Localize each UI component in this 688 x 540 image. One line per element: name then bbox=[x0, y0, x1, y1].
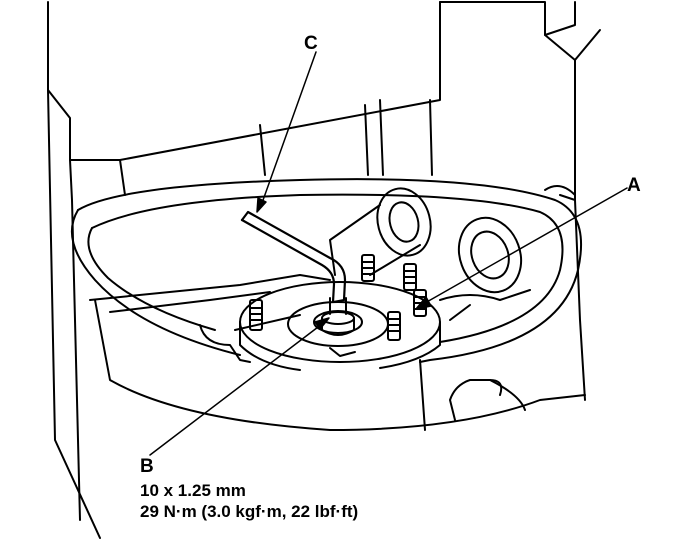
arrow-c bbox=[256, 197, 267, 213]
torque-spec: 29 N·m (3.0 kgf·m, 22 lbf·ft) bbox=[140, 502, 359, 521]
leader-a bbox=[424, 187, 628, 304]
leader-c bbox=[261, 51, 317, 204]
stud bbox=[403, 263, 417, 291]
stud bbox=[361, 254, 375, 282]
center-nut bbox=[321, 297, 355, 336]
inner-plate bbox=[89, 274, 531, 363]
stud bbox=[387, 311, 401, 341]
callout-a: A bbox=[627, 175, 641, 196]
leader-b bbox=[149, 323, 323, 456]
bolt-size-spec: 10 x 1.25 mm bbox=[140, 481, 246, 500]
arrow-b bbox=[314, 317, 330, 330]
arrow-a bbox=[415, 296, 432, 310]
callout-c: C bbox=[304, 33, 318, 54]
stud bbox=[249, 299, 263, 331]
leader-lines bbox=[149, 51, 628, 456]
tower-rim bbox=[70, 178, 586, 431]
strut-mount bbox=[239, 254, 441, 371]
housing bbox=[47, 1, 601, 539]
callout-b: B bbox=[140, 456, 154, 477]
hex-wrench bbox=[240, 210, 347, 304]
side-tube bbox=[329, 187, 523, 294]
